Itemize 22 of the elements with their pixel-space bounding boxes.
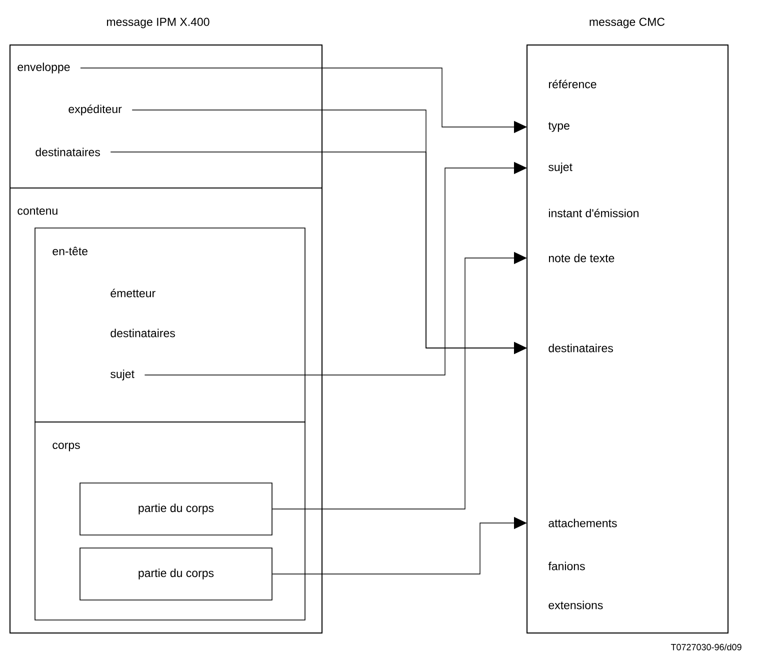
node-label: message CMC xyxy=(590,18,665,28)
field-label: extensions xyxy=(548,600,603,610)
field-label: expéditeur xyxy=(68,104,122,116)
field-label: sujet xyxy=(110,370,134,380)
arrow xyxy=(144,162,527,376)
arrow xyxy=(272,252,527,510)
field-label: destinataires xyxy=(110,328,175,338)
field-label: fanions xyxy=(548,562,585,570)
field-label: type xyxy=(548,122,570,132)
node-label: message IPM X.400 xyxy=(106,18,210,28)
field-label: note de texte xyxy=(548,254,614,262)
figure-code: T0727030-96/d09 xyxy=(670,644,742,650)
field-label: instant d'émission xyxy=(548,208,638,218)
field-label: sujet xyxy=(548,162,572,174)
arrow xyxy=(272,516,527,574)
field-label: destinataires xyxy=(548,344,613,352)
part-box: partie du corps xyxy=(80,482,272,536)
field-label: émetteur xyxy=(110,288,156,298)
field-label: attachements xyxy=(548,518,617,528)
field-label: destinataires xyxy=(36,148,100,156)
part-box: partie du corps xyxy=(80,548,272,600)
field-label: référence xyxy=(548,80,596,88)
